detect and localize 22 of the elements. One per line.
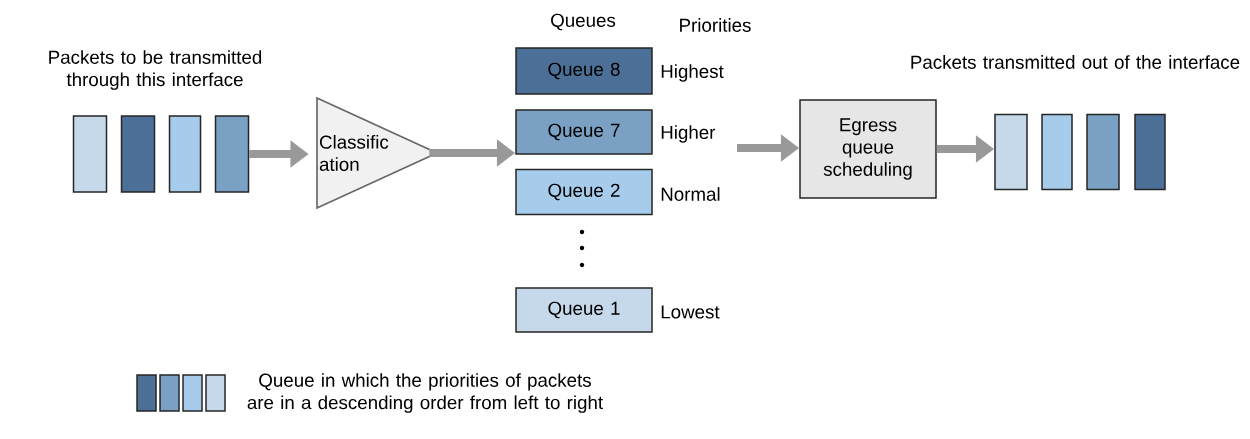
packet-bar — [214, 115, 250, 193]
priority-label: Highest — [661, 64, 724, 82]
packet-bar — [1134, 113, 1166, 191]
packet-bar — [1086, 113, 1120, 191]
priority-label: Lowest — [661, 305, 720, 319]
queue-box: Queue 1 — [515, 287, 653, 333]
priority-label: Normal — [661, 187, 720, 201]
process-box: Egress queue scheduling — [799, 99, 937, 199]
caption-text: Priorities — [680, 18, 751, 32]
packet-bar — [1041, 113, 1073, 191]
packet-bar — [168, 115, 202, 193]
caption-text: Queues — [551, 13, 616, 31]
packet-bar — [994, 113, 1028, 191]
packet-bar — [120, 115, 156, 193]
caption-text: Packets to be transmitted through this interface — [49, 50, 262, 90]
packet-bar — [72, 115, 108, 193]
queue-box: Queue 7 — [515, 109, 653, 155]
priority-label: Higher — [661, 125, 716, 143]
queue-box: Queue 8 — [515, 47, 653, 95]
legend-text: Queue in which the priorities of packets are in a descending order from left to right — [247, 373, 603, 413]
caption-text: Packets transmitted out of the interface — [911, 55, 1240, 69]
queue-box: Queue 2 — [515, 168, 653, 216]
